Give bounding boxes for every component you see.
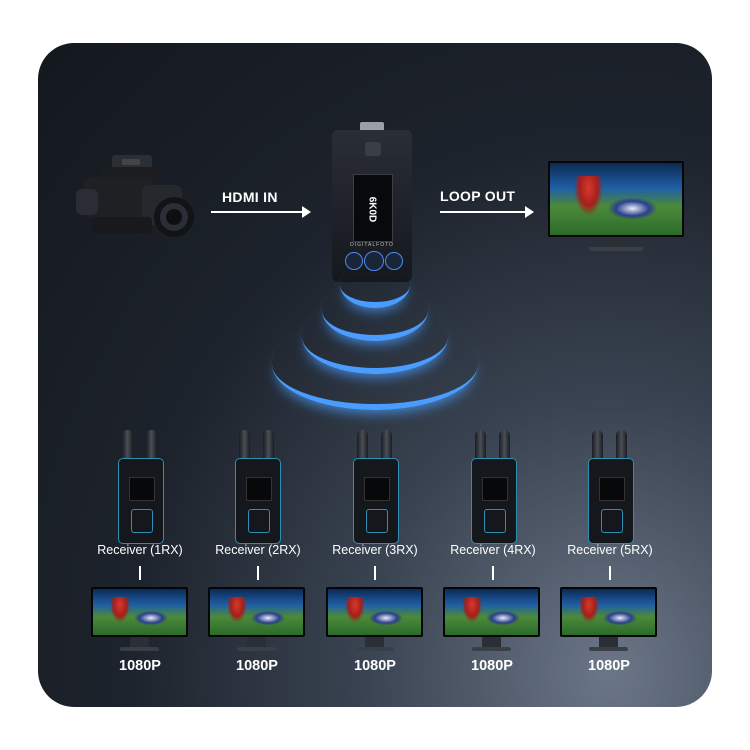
antenna-left xyxy=(122,430,133,464)
loop-out-label: LOOP OUT xyxy=(440,188,516,204)
monitor-base xyxy=(472,647,511,651)
receiver-body xyxy=(471,458,517,544)
resolution-label: 1080P xyxy=(354,658,396,674)
monitor-screen xyxy=(548,161,684,237)
monitor-base xyxy=(355,647,394,651)
resolution-label: 1080P xyxy=(471,658,513,674)
connector-line xyxy=(257,566,259,580)
antenna-right xyxy=(616,430,627,464)
monitor-base xyxy=(589,647,628,651)
monitor-screen xyxy=(560,587,657,637)
monitor-screen xyxy=(91,587,188,637)
monitor-base xyxy=(588,247,644,251)
monitor-stand xyxy=(364,637,385,647)
receiver-monitor xyxy=(208,587,305,651)
receiver-body xyxy=(118,458,164,544)
receiver-label: Receiver (3RX) xyxy=(332,543,418,557)
receiver-screen xyxy=(364,477,390,501)
receiver-body xyxy=(353,458,399,544)
signal-arc-4 xyxy=(272,318,478,410)
receiver-monitor xyxy=(443,587,540,651)
monitor-base xyxy=(237,647,276,651)
monitor-stand xyxy=(246,637,267,647)
resolution-label: 1080P xyxy=(236,658,278,674)
receiver-body xyxy=(588,458,634,544)
receiver-icon xyxy=(118,430,164,544)
transmitter-device: DIGITALFOTO 6K0D xyxy=(332,122,412,282)
hdmi-in-label: HDMI IN xyxy=(222,189,278,205)
resolution-label: 1080P xyxy=(119,658,161,674)
receiver-body xyxy=(235,458,281,544)
receiver-label: Receiver (2RX) xyxy=(215,543,301,557)
receiver-icon xyxy=(471,430,517,544)
connector-line xyxy=(139,566,141,580)
receiver-icon xyxy=(353,430,399,544)
receiver-buttons xyxy=(484,509,506,533)
receiver-monitor xyxy=(560,587,657,651)
connector-line xyxy=(609,566,611,580)
camcorder-icon xyxy=(76,155,194,237)
receiver-label: Receiver (5RX) xyxy=(567,543,653,557)
monitor-stand xyxy=(602,237,630,247)
receiver-monitor xyxy=(91,587,188,651)
receiver-buttons xyxy=(601,509,623,533)
monitor-base xyxy=(120,647,159,651)
receiver-buttons xyxy=(248,509,270,533)
monitor-stand xyxy=(481,637,502,647)
monitor-stand xyxy=(129,637,150,647)
receiver-label: Receiver (1RX) xyxy=(97,543,183,557)
receiver-monitor xyxy=(326,587,423,651)
loop-out-arrow xyxy=(440,206,534,218)
receiver-screen xyxy=(599,477,625,501)
receiver-screen xyxy=(246,477,272,501)
antenna-left xyxy=(592,430,603,464)
monitor-screen xyxy=(326,587,423,637)
antenna-right xyxy=(499,430,510,464)
transmitter-brand: DIGITALFOTO xyxy=(350,242,394,248)
receiver-label: Receiver (4RX) xyxy=(450,543,536,557)
antenna-right xyxy=(381,430,392,464)
receiver-buttons xyxy=(366,509,388,533)
loop-out-monitor xyxy=(548,161,684,251)
antenna-left xyxy=(475,430,486,464)
monitor-stand xyxy=(598,637,619,647)
transmitter-screen xyxy=(353,174,393,242)
antenna-left xyxy=(239,430,250,464)
hdmi-in-arrow xyxy=(211,206,311,218)
transmitter-model: 6K0D xyxy=(366,196,378,223)
connector-line xyxy=(492,566,494,580)
monitor-screen xyxy=(208,587,305,637)
receiver-screen xyxy=(129,477,155,501)
antenna-right xyxy=(146,430,157,464)
antenna-left xyxy=(357,430,368,464)
monitor-screen xyxy=(443,587,540,637)
receiver-icon xyxy=(235,430,281,544)
receiver-screen xyxy=(482,477,508,501)
antenna-right xyxy=(263,430,274,464)
receiver-buttons xyxy=(131,509,153,533)
resolution-label: 1080P xyxy=(588,658,630,674)
transmitter-top-button xyxy=(365,142,381,156)
connector-line xyxy=(374,566,376,580)
receiver-icon xyxy=(588,430,634,544)
